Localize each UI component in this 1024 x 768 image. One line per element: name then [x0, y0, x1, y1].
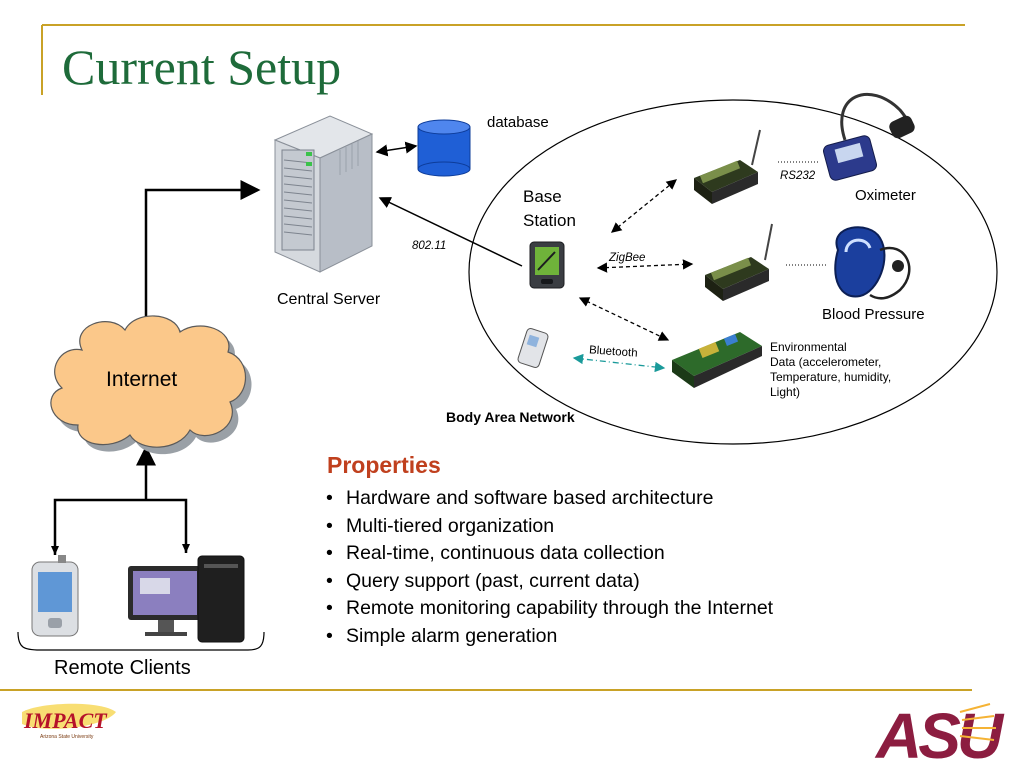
- body-area-network-ellipse: [468, 99, 998, 445]
- server-database-link: [375, 141, 418, 157]
- zigbee-link-env-board: [578, 297, 670, 341]
- list-item: Remote monitoring capability through the…: [326, 595, 773, 623]
- list-item: Real-time, continuous data collection: [326, 540, 773, 568]
- oximeter-icon: [823, 92, 915, 181]
- sensor-board-icon: [705, 223, 773, 301]
- base-station-label-line2: Station: [523, 211, 576, 230]
- rs232-label: RS232: [780, 170, 816, 182]
- wifi-link: [378, 197, 523, 267]
- database-label: database: [487, 114, 549, 131]
- sensor-board-icon: [694, 129, 761, 204]
- environmental-data-label: Environmental Data (accelerometer, Tempe…: [770, 340, 930, 400]
- remote-clients-label: Remote Clients: [54, 657, 191, 679]
- internet-server-link: [144, 180, 261, 335]
- properties-list: Hardware and software based architecture…: [326, 485, 773, 650]
- list-item: Query support (past, current data): [326, 568, 773, 596]
- environmental-line: Temperature, humidity,: [770, 370, 892, 384]
- pda-icon: [529, 241, 565, 289]
- zigbee-link-oximeter-board: [610, 179, 678, 233]
- clients-branch-link: [53, 498, 188, 555]
- page-title: Current Setup: [62, 39, 342, 95]
- smartphone-icon: [31, 555, 79, 637]
- list-item: Multi-tiered organization: [326, 513, 773, 541]
- internet-label: Internet: [106, 368, 178, 391]
- desktop-computer-icon: [128, 555, 245, 643]
- environmental-line: Data (accelerometer,: [770, 355, 882, 369]
- properties-heading: Properties: [327, 452, 441, 478]
- clients-brace: [17, 631, 265, 651]
- cloud-icon: [50, 315, 252, 455]
- oximeter-label: Oximeter: [855, 187, 916, 204]
- server-icon: [273, 115, 374, 273]
- zigbee-link-bp-board: [596, 259, 694, 273]
- bluetooth-link: [572, 353, 666, 373]
- zigbee-label: ZigBee: [609, 252, 646, 264]
- base-station-label-line1: Base: [523, 187, 562, 206]
- blood-pressure-label: Blood Pressure: [822, 306, 925, 323]
- wifi-label: 802.11: [412, 240, 447, 252]
- environmental-line: Light): [770, 385, 801, 399]
- phone-icon: [517, 328, 549, 368]
- environmental-line: Environmental: [770, 340, 847, 354]
- list-item: Hardware and software based architecture: [326, 485, 773, 513]
- blood-pressure-cuff-icon: [834, 226, 911, 300]
- central-server-label: Central Server: [277, 291, 381, 308]
- database-icon: [417, 119, 471, 177]
- sensor-board-icon: [672, 332, 762, 388]
- body-area-network-label: Body Area Network: [446, 409, 575, 425]
- list-item: Simple alarm generation: [326, 623, 773, 651]
